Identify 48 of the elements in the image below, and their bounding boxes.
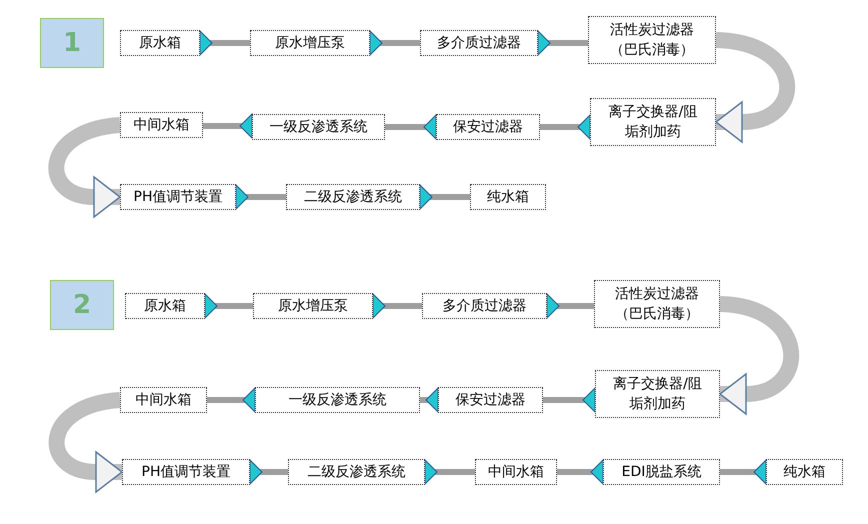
process-box: PH值调节装置 — [122, 459, 250, 485]
process-box: 中间水箱 — [475, 459, 557, 485]
process-box: 原水箱 — [120, 30, 200, 56]
pipe-connector — [200, 30, 250, 56]
pipe-connector — [372, 294, 422, 318]
process-box: 中间水箱 — [120, 112, 203, 138]
process-box: 离子交换器/阻垢剂加药 — [595, 370, 720, 418]
process-box: 保安过滤器 — [438, 387, 543, 413]
pipe-connector — [543, 388, 596, 412]
process-box: 一级反渗透系统 — [252, 114, 385, 140]
process-box: 活性炭过滤器（巴氏消毒） — [588, 16, 716, 64]
process-box: 纯水箱 — [766, 459, 843, 485]
process-box: 离子交换器/阻垢剂加药 — [590, 98, 716, 146]
process-box: 中间水箱 — [120, 387, 207, 413]
pipe-connector — [546, 294, 594, 318]
pipe-connector — [538, 30, 588, 56]
process-box: EDI脱盐系统 — [603, 459, 720, 485]
pipe-connector — [420, 388, 438, 412]
pipe-connector — [370, 30, 420, 56]
process-box: 活性炭过滤器（巴氏消毒） — [594, 280, 720, 328]
curved-arrow — [48, 117, 122, 218]
pipe-connector — [540, 114, 590, 140]
pipe-connector — [236, 184, 286, 210]
pipe-connector — [420, 184, 470, 210]
process-box: 保安过滤器 — [436, 114, 540, 140]
process-box: 二级反渗透系统 — [288, 459, 425, 485]
pipe-connector — [720, 460, 766, 484]
process-box: 多介质过滤器 — [420, 30, 538, 56]
process-box: 一级反渗透系统 — [255, 387, 420, 413]
pipe-connector — [424, 460, 475, 484]
process-box: 原水箱 — [125, 293, 205, 319]
process-box: 多介质过滤器 — [422, 293, 547, 319]
pipe-connector — [203, 114, 252, 138]
curved-arrow — [719, 296, 799, 415]
pipe-connector — [385, 114, 436, 140]
pipe-connector — [207, 388, 256, 412]
process-box: 原水增压泵 — [253, 293, 373, 319]
curved-arrow — [48, 392, 123, 493]
pipe-connector — [204, 294, 253, 318]
process-box: 纯水箱 — [470, 184, 546, 210]
process-box: PH值调节装置 — [120, 184, 236, 210]
step-number-box: 2 — [50, 280, 114, 330]
pipe-connector — [557, 460, 604, 484]
curved-arrow — [715, 32, 795, 143]
process-box: 二级反渗透系统 — [286, 184, 420, 210]
step-number-box: 1 — [40, 18, 104, 68]
process-box: 原水增压泵 — [250, 30, 370, 56]
pipe-connector — [250, 460, 288, 484]
